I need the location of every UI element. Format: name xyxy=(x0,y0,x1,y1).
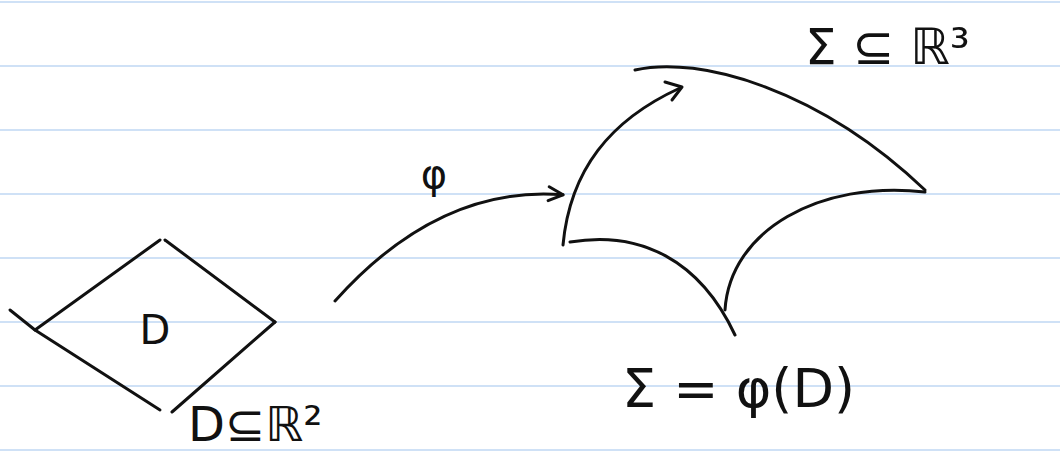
surface-equation: Σ = φ(D) xyxy=(622,362,855,416)
map-arrow xyxy=(335,187,563,301)
node-text: D xyxy=(140,310,171,350)
map-label: φ xyxy=(421,154,447,194)
node-text: Σ ⊆ ℝ³ xyxy=(805,22,970,72)
domain-set-label: D⊆ℝ² xyxy=(188,400,322,448)
domain-diamond: D xyxy=(30,238,280,418)
surface-patch: Σ ⊆ ℝ³ xyxy=(555,10,1055,340)
